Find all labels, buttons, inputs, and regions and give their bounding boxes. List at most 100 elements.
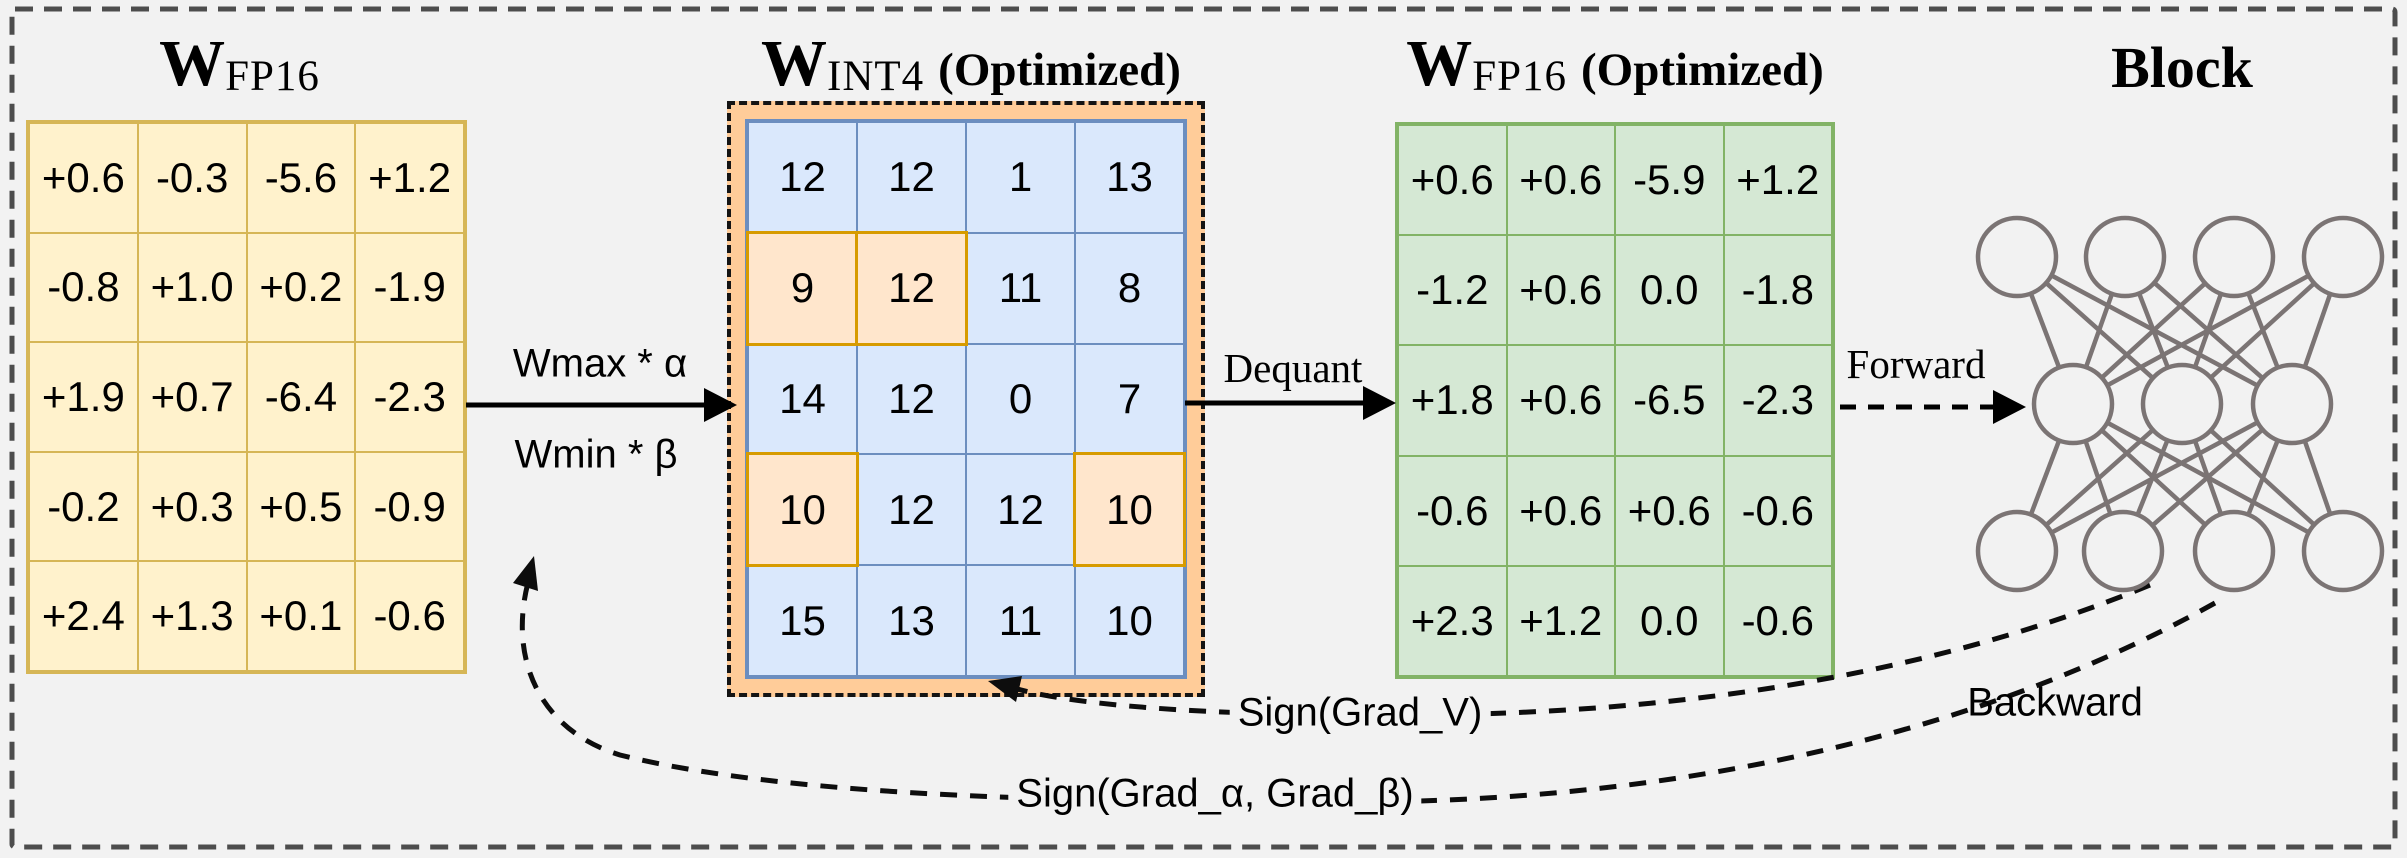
matrix-cell: -0.8 (29, 232, 138, 343)
matrix-cell: -0.6 (355, 561, 464, 671)
matrix-cell: +1.2 (1506, 565, 1615, 676)
matrix-cell: +1.0 (137, 232, 247, 343)
matrix-cell: -0.6 (1723, 565, 1832, 676)
title-main: W (1406, 27, 1473, 100)
matrix-cell: +1.8 (1398, 345, 1507, 456)
label-sign-grad-v: Sign(Grad_V) (1229, 688, 1491, 738)
network-connection (2044, 281, 2155, 380)
network-neuron (1975, 215, 2059, 299)
matrix-cell: 9 (748, 232, 857, 344)
matrix-cell: +0.6 (1615, 455, 1724, 566)
title-main: W (159, 27, 226, 100)
network-neuron (2192, 215, 2276, 299)
matrix-cell: +0.6 (1506, 125, 1615, 236)
matrix-cell: 8 (1075, 232, 1184, 344)
network-connection (2246, 439, 2280, 516)
network-connection (2135, 439, 2170, 516)
network-neuron (2031, 362, 2115, 446)
matrix-cell: -5.6 (246, 123, 356, 233)
network-connection (2152, 281, 2265, 380)
network-connection (2044, 428, 2155, 527)
title-subscript: INT4 (827, 53, 925, 100)
matrix-cell: -5.9 (1615, 125, 1724, 236)
matrix-cell: 0 (966, 343, 1075, 455)
matrix-cell: -6.4 (246, 342, 356, 452)
quantize-arrow (466, 388, 737, 422)
matrix-cell: +2.4 (29, 561, 138, 671)
forward-arrow (1840, 390, 2026, 424)
matrix-cell: -0.6 (1723, 455, 1832, 566)
title-suffix: (Optimized) (938, 44, 1181, 96)
matrix-w-fp16: +0.6-0.3-5.6+1.2-0.8+1.0+0.2-1.9+1.9+0.7… (26, 120, 467, 674)
matrix-cell: 11 (966, 565, 1075, 676)
network-connection (2028, 292, 2062, 369)
title-w-fp16-optimized: WFP16 (Optimized) (1355, 26, 1875, 102)
matrix-cell: -2.3 (355, 342, 464, 452)
label-wmin-beta: Wmin * β (514, 432, 678, 477)
matrix-cell: -1.8 (1723, 235, 1832, 346)
label-backward: Backward (1967, 680, 2143, 725)
network-connection (2209, 428, 2316, 527)
network-neuron (2192, 509, 2276, 593)
matrix-cell: 12 (857, 454, 966, 566)
label-wmax-alpha: Wmax * α (512, 341, 688, 386)
title-suffix: (Optimized) (1581, 44, 1824, 96)
matrix-cell: -0.3 (137, 123, 247, 233)
matrix-cell: 11 (966, 232, 1075, 344)
matrix-cell: 7 (1075, 343, 1184, 455)
matrix-cell: -0.9 (355, 451, 464, 562)
network-connection (2150, 427, 2265, 528)
matrix-cell: 12 (857, 232, 966, 344)
network-connection (2246, 292, 2280, 369)
matrix-cell: +0.1 (246, 561, 356, 671)
network-connection (2302, 440, 2333, 515)
label-dequant: Dequant (1223, 345, 1363, 391)
network-connection (2050, 420, 2259, 535)
neural-network-block (1975, 215, 2385, 593)
matrix-cell: 15 (748, 565, 857, 676)
network-connection (2192, 440, 2224, 515)
title-main: W (761, 27, 828, 100)
network-neuron (1975, 509, 2059, 593)
network-connection (2209, 281, 2316, 380)
matrix-cell: 0.0 (1615, 235, 1724, 346)
matrix-cell: +1.3 (137, 561, 247, 671)
title-w-fp16: WFP16 (26, 26, 467, 102)
matrix-cell: 13 (1075, 122, 1184, 233)
title-subscript: FP16 (1472, 53, 1568, 100)
network-connection (2083, 293, 2115, 368)
label-forward: Forward (1846, 341, 1986, 387)
matrix-cell: 12 (857, 343, 966, 455)
network-neuron (2250, 362, 2334, 446)
matrix-cell: +0.6 (1506, 455, 1615, 566)
matrix-cell: -0.2 (29, 451, 138, 562)
matrix-cell: 10 (1075, 454, 1184, 566)
network-connection (2050, 273, 2259, 388)
network-connection (2100, 428, 2207, 527)
network-neuron (2083, 215, 2167, 299)
matrix-cell: +0.3 (137, 451, 247, 562)
matrix-cell: +1.2 (1723, 125, 1832, 236)
network-neuron (2081, 509, 2165, 593)
matrix-cell: +2.3 (1398, 565, 1507, 676)
matrix-cell: +0.7 (137, 342, 247, 452)
network-connection (2106, 420, 2310, 535)
matrix-cell: +1.9 (29, 342, 138, 452)
network-connection (2302, 293, 2333, 368)
matrix-cell: 10 (748, 454, 857, 566)
title-w-int4: WINT4 (Optimized) (717, 26, 1225, 102)
network-connection (2137, 292, 2170, 369)
matrix-cell: 1 (966, 122, 1075, 233)
network-connection (2100, 281, 2207, 380)
matrix-cell: +0.6 (1506, 345, 1615, 456)
title-subscript: FP16 (225, 53, 320, 100)
matrix-cell: -1.9 (355, 232, 464, 343)
matrix-cell: 13 (857, 565, 966, 676)
matrix-cell: 12 (857, 122, 966, 233)
matrix-cell: 12 (748, 122, 857, 233)
network-connection (2028, 439, 2062, 516)
label-sign-grad-alpha-beta: Sign(Grad_α, Grad_β) (1008, 769, 1422, 819)
matrix-cell: +0.6 (29, 123, 138, 233)
